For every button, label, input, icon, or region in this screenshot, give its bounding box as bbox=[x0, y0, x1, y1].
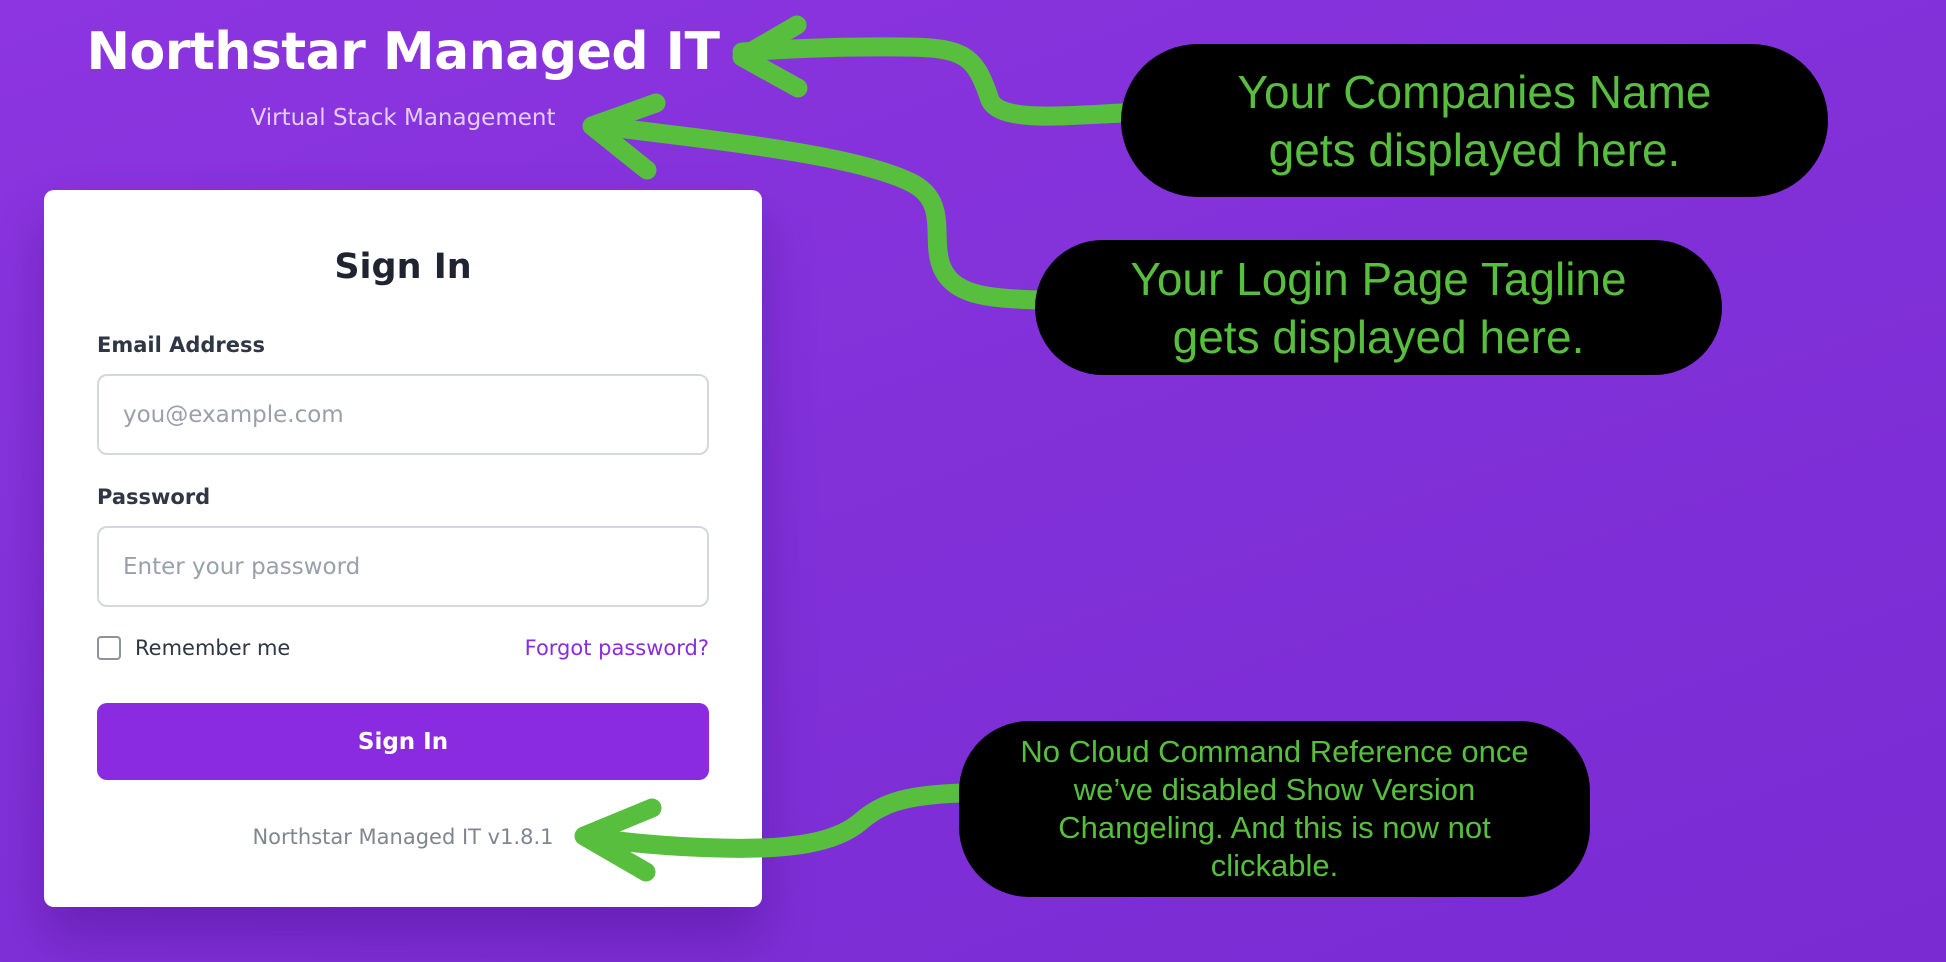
remember-me[interactable]: Remember me bbox=[97, 636, 290, 660]
company-name: Northstar Managed IT bbox=[86, 22, 721, 82]
email-label: Email Address bbox=[97, 333, 266, 357]
sign-in-heading: Sign In bbox=[334, 247, 472, 287]
annotation-text: No Cloud Command Reference once we’ve di… bbox=[1020, 734, 1529, 883]
tagline: Virtual Stack Management bbox=[250, 105, 556, 131]
email-input[interactable] bbox=[97, 374, 709, 455]
annotation-version: No Cloud Command Reference once we’ve di… bbox=[959, 721, 1590, 897]
annotation-text: Your Companies Name gets displayed here. bbox=[1237, 65, 1712, 176]
remember-me-checkbox[interactable] bbox=[97, 636, 121, 660]
password-input[interactable] bbox=[97, 526, 709, 607]
annotation-text: Your Login Page Tagline gets displayed h… bbox=[1130, 252, 1627, 363]
version-text: Northstar Managed IT v1.8.1 bbox=[252, 825, 554, 849]
annotation-tagline: Your Login Page Tagline gets displayed h… bbox=[1035, 240, 1722, 375]
remember-row: Remember me Forgot password? bbox=[97, 634, 709, 662]
password-label: Password bbox=[97, 485, 211, 509]
remember-me-label: Remember me bbox=[135, 636, 291, 660]
sign-in-button[interactable]: Sign In bbox=[97, 703, 709, 780]
annotation-company-name: Your Companies Name gets displayed here. bbox=[1121, 44, 1828, 197]
forgot-password-link[interactable]: Forgot password? bbox=[524, 636, 709, 660]
